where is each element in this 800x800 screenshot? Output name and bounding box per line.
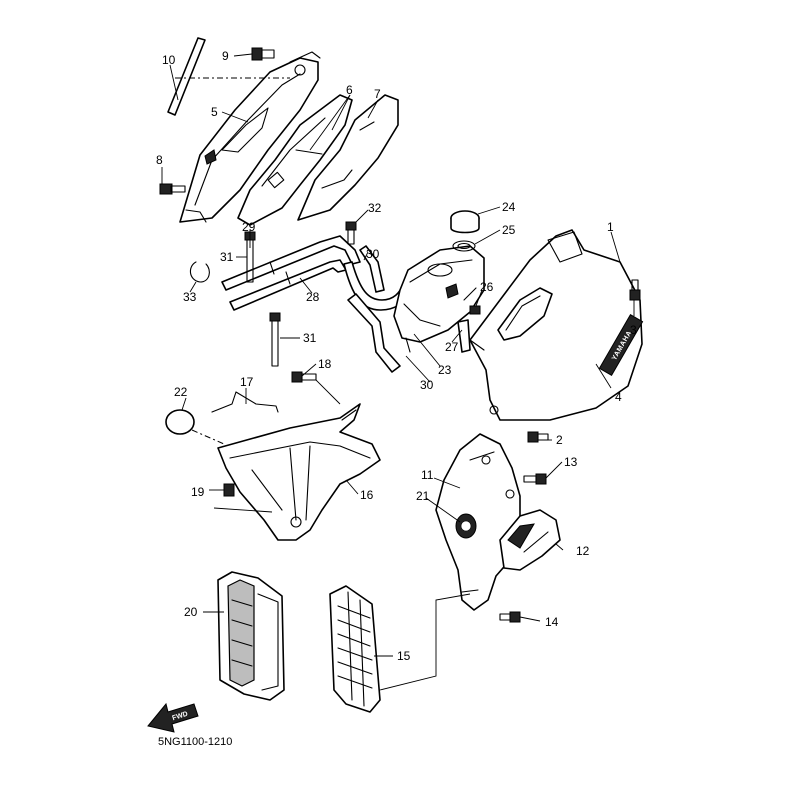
callout-15: 15 [397, 649, 411, 663]
callout-20: 20 [184, 605, 198, 619]
sheet-17 [211, 391, 279, 413]
radiator-guard-20 [217, 571, 285, 701]
callout-14: 14 [545, 615, 559, 629]
side-cover-plate-6 [237, 94, 353, 226]
callout-18: 18 [318, 357, 332, 371]
bolt-32 [345, 221, 357, 245]
seal-25 [452, 240, 476, 252]
callout-5: 5 [211, 105, 218, 119]
callout-8: 8 [156, 153, 163, 167]
band-31-bottom [269, 312, 281, 367]
dash-line-22 [191, 429, 225, 445]
callout-31-top: 31 [220, 250, 234, 264]
bolt-18 [291, 371, 317, 383]
callout-28: 28 [306, 290, 320, 304]
radiator-cover-11 [435, 433, 521, 611]
radiator-louver-15 [329, 585, 381, 713]
callout-4: 4 [615, 390, 622, 404]
callout-13: 13 [564, 455, 578, 469]
oil-tank-23 [393, 245, 485, 353]
side-cover-5 [179, 51, 321, 223]
callout-30-top: 30 [366, 247, 380, 261]
callout-21: 21 [416, 489, 430, 503]
callout-3: 3 [630, 323, 637, 337]
callout-17: 17 [240, 375, 254, 389]
tubes-28-29 [221, 235, 361, 311]
callout-12: 12 [576, 544, 590, 558]
bolt-3 [629, 279, 641, 301]
bolt-2 [527, 431, 549, 443]
diagram-code: 5NG1100-1210 [158, 736, 232, 748]
bolt-8 [159, 183, 186, 195]
clip-33 [189, 261, 210, 283]
fwd-arrow-label: FWD [171, 711, 188, 723]
bracket-27 [457, 319, 471, 353]
lead-19-extra [213, 507, 273, 513]
callout-19: 19 [191, 485, 205, 499]
air-scoop-16 [217, 403, 381, 541]
hose-30 [343, 245, 411, 373]
callout-9: 9 [222, 49, 229, 63]
callout-26: 26 [480, 280, 494, 294]
callout-7: 7 [374, 87, 381, 101]
callout-6: 6 [346, 83, 353, 97]
callout-10: 10 [162, 53, 176, 67]
side-cover-plate-7 [297, 94, 399, 221]
bolt-9 [251, 47, 275, 61]
lead-18-extra [315, 379, 341, 405]
callout-1: 1 [607, 220, 614, 234]
emblem-21 [455, 513, 477, 539]
callout-33: 33 [183, 290, 197, 304]
panel-12 [499, 509, 561, 571]
fwd-arrow: FWD [147, 702, 199, 733]
bolt-19 [223, 483, 235, 497]
plug-22 [165, 409, 195, 435]
callout-31-bottom: 31 [303, 331, 317, 345]
bolt-26 [469, 305, 481, 315]
side-cover-1: YAMAHA [469, 229, 644, 421]
bolt-13 [523, 473, 547, 485]
leader-lines [161, 53, 635, 657]
callout-2: 2 [556, 433, 563, 447]
bolt-14 [499, 611, 521, 623]
tank-cap-24 [450, 210, 480, 234]
callout-27: 27 [445, 340, 459, 354]
strip-10 [167, 37, 206, 116]
callout-32: 32 [368, 201, 382, 215]
connector-15-11 [379, 593, 471, 691]
callout-24: 24 [502, 200, 516, 214]
callout-30-bottom: 30 [420, 378, 434, 392]
callout-29: 29 [242, 220, 256, 234]
callout-23: 23 [438, 363, 452, 377]
callout-labels: 1 2 3 4 5 6 7 8 9 10 11 12 13 14 15 16 1… [156, 49, 637, 663]
callout-16: 16 [360, 488, 374, 502]
callout-11: 11 [421, 468, 434, 482]
callout-22: 22 [174, 385, 188, 399]
callout-25: 25 [502, 223, 516, 237]
